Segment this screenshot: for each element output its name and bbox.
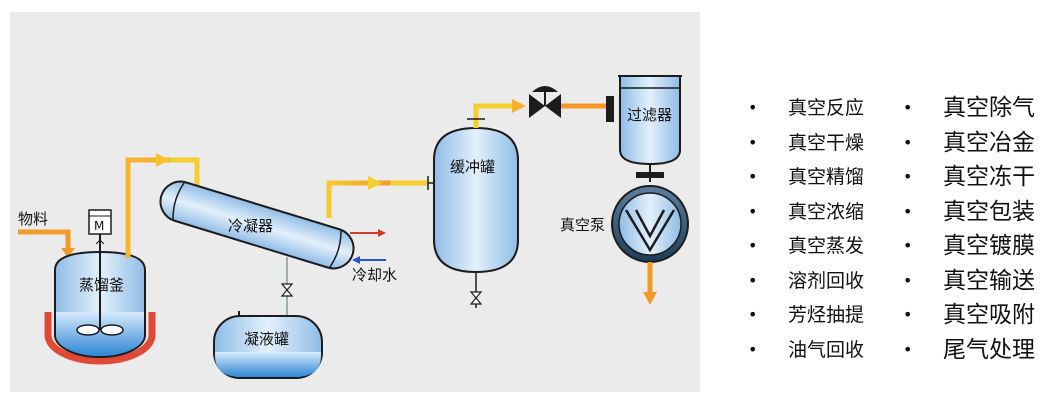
- list-item: 真空除气: [903, 96, 1035, 131]
- condensate-line: [280, 257, 294, 320]
- vapor-pipe-3: [467, 99, 606, 128]
- vacuum-pump-label: 真空泵: [560, 216, 605, 234]
- agitator-motor: [88, 209, 112, 252]
- list-item: 真空输送: [903, 269, 1035, 304]
- list-item: 尾气处理: [903, 338, 1035, 373]
- material-label: 物料: [18, 210, 48, 228]
- list-item: 油气回收: [748, 338, 864, 373]
- cooling-water-arrows: [350, 229, 386, 264]
- vapor-pipe-1: [125, 153, 200, 258]
- list-item: 溶剂回收: [748, 269, 864, 304]
- distillation-kettle: [44, 250, 156, 365]
- applications-right-list: 真空除气 真空冶金 真空冻干 真空包装 真空镀膜 真空输送 真空吸附 尾气处理: [903, 96, 1035, 372]
- list-item: 真空反应: [748, 96, 864, 131]
- buffer-tank: [433, 126, 519, 308]
- filter-label: 过滤器: [627, 106, 672, 124]
- vapor-pipe-2: [326, 176, 455, 222]
- feed-pipe: [18, 229, 75, 258]
- vacuum-pump: [611, 185, 689, 263]
- buffer-tank-label: 缓冲罐: [450, 158, 495, 176]
- cooling-water-label: 冷却水: [352, 266, 397, 284]
- filter: [606, 75, 682, 182]
- list-item: 真空包装: [903, 200, 1035, 235]
- list-item: 真空浓缩: [748, 200, 864, 235]
- list-item: 芳烃抽提: [748, 303, 864, 338]
- condenser: [159, 180, 355, 270]
- condenser-label: 冷凝器: [228, 217, 273, 235]
- list-item: 真空吸附: [903, 303, 1035, 338]
- applications-left-list: 真空反应 真空干燥 真空精馏 真空浓缩 真空蒸发 溶剂回收 芳烃抽提 油气回收: [748, 96, 864, 372]
- condensate-tank: [213, 311, 323, 379]
- distillation-kettle-label: 蒸馏釜: [79, 276, 124, 294]
- list-item: 真空干燥: [748, 131, 864, 166]
- motor-label: M: [94, 219, 104, 233]
- list-item: 真空蒸发: [748, 234, 864, 269]
- list-item: 真空镀膜: [903, 234, 1035, 269]
- control-valve: [529, 86, 561, 118]
- exhaust-pipe: [643, 262, 657, 305]
- list-item: 真空精馏: [748, 165, 864, 200]
- list-item: 真空冶金: [903, 131, 1035, 166]
- list-item: 真空冻干: [903, 165, 1035, 200]
- condensate-tank-label: 凝液罐: [244, 330, 289, 348]
